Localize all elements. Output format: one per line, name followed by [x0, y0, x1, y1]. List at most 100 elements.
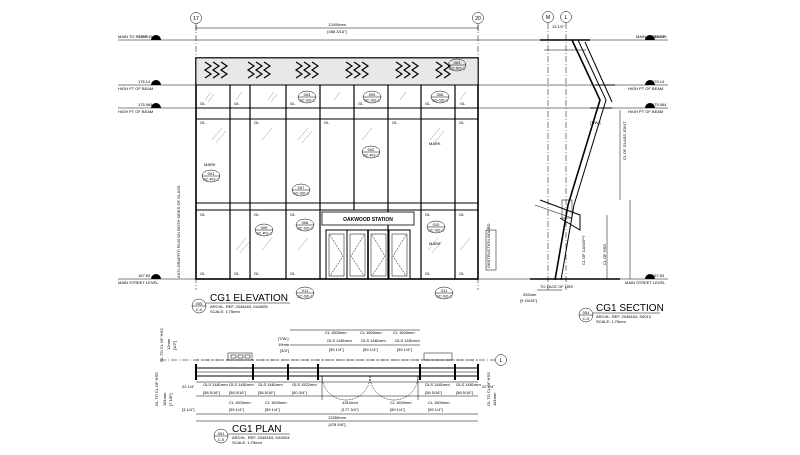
tag-007: 007 SC-SD-1	[291, 183, 311, 197]
gl-label: GL	[425, 101, 431, 106]
plan-overall-dim: 12350mm	[328, 415, 346, 420]
plan-gls-bottom: GLS 1481mm	[456, 382, 481, 387]
graffiti-film-note: ANTI-GRAFFITI FILM ON BOTH SIDES OF GLAS…	[176, 185, 181, 278]
tag-type: SG-SD-1	[432, 98, 449, 103]
plan-right-note: GL TO CL OF HSS	[486, 372, 491, 406]
elevation-scale: SCALE: 1:75mm	[210, 309, 240, 314]
gl-label: GL	[358, 101, 364, 106]
plan-cl-bottom-imp: [59 1/4"]	[390, 407, 405, 412]
plan-cl-top: CL 1500mm	[393, 330, 415, 335]
plan-gls-bottom: GLS 1481mm	[203, 382, 228, 387]
plan-left-note-imperial: [7 1/8"]	[168, 393, 173, 406]
tag-type: SC-SD-2	[297, 226, 314, 231]
elevation-title: CG1 ELEVATION	[210, 293, 288, 304]
gl-label: GL	[254, 271, 260, 276]
tag-004: 004 SC-SD-1	[297, 90, 317, 104]
plan-gls-top-imp: [59 1/4"]	[397, 347, 412, 352]
level-marker-right-4: MAIN STREET LEVEL 167.83	[625, 273, 666, 285]
tag-number: 009	[261, 225, 268, 230]
plan-gls-bottom: GLS 1522mm	[292, 382, 317, 387]
plan-gls-top-imp: [59 1/4"]	[329, 347, 344, 352]
gl-label: GL	[290, 101, 296, 106]
plan-gls-top-imp: [59 1/4"]	[363, 347, 378, 352]
plan-cl-bottom: CL 1500mm	[265, 400, 287, 405]
section-face-dim: TO FACE OF HSS	[540, 284, 573, 289]
tag-type: SC-SD-1	[299, 98, 316, 103]
tag-number: 008	[302, 220, 309, 225]
gridline-17-label: 17	[193, 16, 199, 22]
tag-number: 007	[298, 185, 305, 190]
louver-hatching	[203, 61, 452, 79]
tag-008: 008 SC-SD-2	[295, 218, 315, 232]
level-marker-left-1: MAIN TO ROOF 178.015	[118, 34, 161, 40]
tag-type: SC-SG-1	[449, 66, 466, 71]
plan-cl-bottom: CL 1500mm	[428, 400, 450, 405]
section-title-block: 004 C-0 CG1 SECTION ARCHL. REF. 2048163,…	[578, 303, 664, 324]
section-twf: [T/W.]	[590, 120, 600, 125]
obstruction-board-note: OBSTRUCTION BOARD	[486, 223, 491, 268]
plan-cl-bottom: CL 1500mm	[390, 400, 412, 405]
tag-001: 001 SC-PG-1 MARK	[201, 162, 221, 183]
elevation-overall-dim-imperial: [488 3/16"]	[327, 29, 346, 34]
tag-type: SC-PG-2	[256, 231, 273, 236]
tag-type: SC-SD-1	[293, 191, 310, 196]
plan-scale: SCALE: 1:75mm	[232, 440, 262, 445]
level-1-name-left: MAIN TO ROOF	[118, 34, 148, 39]
gl-label: GL	[200, 120, 206, 125]
mark-label: MARK	[429, 241, 441, 246]
level-marker-left-4: MAIN STREET LEVEL 167.83	[118, 273, 161, 285]
plan-overall-dim-imperial: [478 5/8"]	[329, 422, 346, 427]
section-dim-hss: CL OF HSS	[602, 244, 607, 265]
plan-gls-top: GLS 1481mm	[327, 338, 352, 343]
gl-label: GL	[200, 212, 206, 217]
gridline-20-label: 20	[475, 16, 481, 22]
section-gridline-m: M	[542, 11, 554, 290]
plan-gridline-l: L	[160, 354, 507, 366]
elevation-ref: ARCHL. REF. 2048163, KA0005	[210, 304, 268, 309]
plan-side-dim: GL TO CL OF HSS	[159, 328, 164, 362]
section-ref: ARCHL. REF. 2048163, S0010	[596, 314, 652, 319]
tag-type: SC-PG-2	[363, 153, 380, 158]
plan-gls-bottom-imp: [60 3/4"]	[292, 390, 307, 395]
plan-gls-bottom-imp: [58 5/16"]	[425, 390, 442, 395]
gl-label: GL	[200, 101, 206, 106]
plan-twf: [T/W.]	[278, 336, 288, 341]
tag-type: SC-SD-1	[297, 294, 314, 299]
plan-gls-bottom-imp: [58 5/16"]	[229, 390, 246, 395]
plan-left-note-metric: 181mm	[162, 392, 167, 406]
plan-top-dims: CL 1500mm CL 1500mm CL 1500mm GLS 1481mm…	[278, 329, 420, 353]
level-1-name-right: MAIN TO ROOF	[636, 34, 666, 39]
section-title: CG1 SECTION	[596, 303, 664, 314]
section-scale: SCALE: 1:75mm	[596, 319, 626, 324]
level-2-name-left: HIGH PT OF BEAM	[118, 86, 153, 91]
plan-door-dim-imperial: [177 3/4"]	[342, 407, 359, 412]
gl-label: GL	[459, 120, 465, 125]
plan-cl-top: CL 1500mm	[360, 330, 382, 335]
tag-005: 005 SC-SD-1	[362, 90, 382, 104]
glass-reflection-marks	[204, 91, 471, 254]
level-3-name-right: HIGH PT OF BEAM	[628, 109, 663, 114]
plan-twf-imperial: [3/4"]	[280, 348, 289, 353]
level-3-elev-left: 175.064	[138, 102, 153, 107]
plan-gls-bottom-imp: [58 5/16"]	[203, 390, 220, 395]
gl-label: GL	[290, 212, 296, 217]
tag-number: 011	[441, 288, 448, 293]
level-2-elev-right: 176.14	[652, 79, 665, 84]
glass-panel-labels: GL GL GL GL GL GL GL GL GL GL GL GL GL G…	[200, 101, 466, 276]
tag-number: 003	[454, 60, 461, 65]
station-sign-text: OAKWOOD STATION	[343, 217, 393, 223]
plan-gl-small: [3 1/4"]	[182, 407, 195, 412]
gl-label: GL	[324, 120, 330, 125]
plan-bubble-sheet: C-0	[218, 437, 225, 442]
elevation-bubble-num: 005	[196, 301, 203, 306]
entrance-doors	[325, 229, 411, 280]
gl-label: GL	[459, 271, 465, 276]
tag-009: 009 SC-PG-2	[254, 223, 274, 237]
section-grid-l-label: L	[565, 15, 568, 21]
louver-band	[195, 57, 479, 86]
elevation-storefront: OAKWOOD STATION GL GL GL GL GL GL GL GL	[195, 57, 479, 280]
tag-number: 006	[437, 92, 444, 97]
level-4-elev-left: 167.83	[138, 273, 151, 278]
